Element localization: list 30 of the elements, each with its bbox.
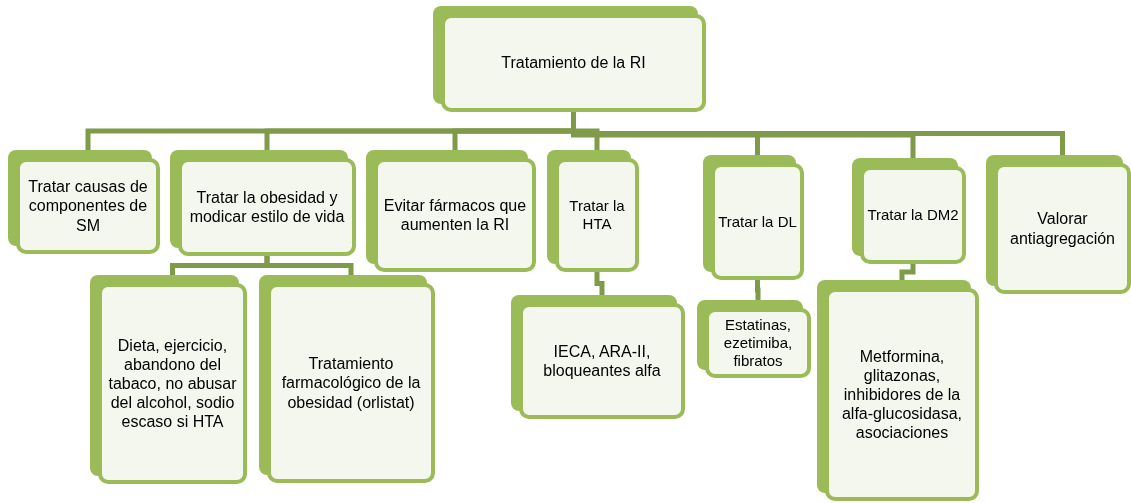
node-text: Tratar la DL: [718, 212, 797, 231]
node-text: Tratar la HTA: [568, 197, 626, 233]
process-box: [511, 295, 685, 419]
process-box: [852, 158, 966, 264]
process-box: [90, 275, 247, 484]
node-text: Dieta, ejercicio, abandono del tabaco, no abusar del alcohol, sodio escaso si HTA: [107, 335, 238, 432]
node-text: Tratar la DM2: [867, 206, 959, 224]
node-text: Valorar antiagregación: [1009, 209, 1116, 248]
process-box: [817, 280, 979, 501]
node-text: Tratar la obesidad y modicar estilo de vida: [188, 187, 346, 227]
connector-line: [264, 256, 354, 275]
process-box: [697, 300, 811, 378]
connector-line: [594, 272, 605, 295]
process-box: [433, 6, 706, 112]
connector-line: [899, 264, 916, 280]
node-text: Tratamiento farmacológico de la obesidad (orlistat): [280, 354, 422, 412]
node-text: Tratamiento de la RI: [501, 53, 646, 73]
process-box: [259, 275, 435, 483]
node-text: IECA, ARA-II, bloqueantes alfa: [542, 341, 662, 381]
process-box: [8, 150, 160, 254]
process-box: [547, 150, 639, 272]
node-text: Metformina, glitazonas, inhibidores de la alfa-glucosidasa, asociaciones: [840, 346, 964, 443]
process-box: [170, 150, 356, 256]
node-text: Tratar causas de componentes de SM: [27, 177, 149, 235]
connector-line: [755, 280, 761, 300]
process-box: [366, 150, 536, 272]
node-text: Evitar fármacos que aumenten la RI: [382, 195, 528, 235]
process-box: [986, 155, 1131, 294]
node-text: Estatinas, ezetimiba, fibratos: [722, 316, 794, 370]
process-box: [703, 155, 804, 280]
